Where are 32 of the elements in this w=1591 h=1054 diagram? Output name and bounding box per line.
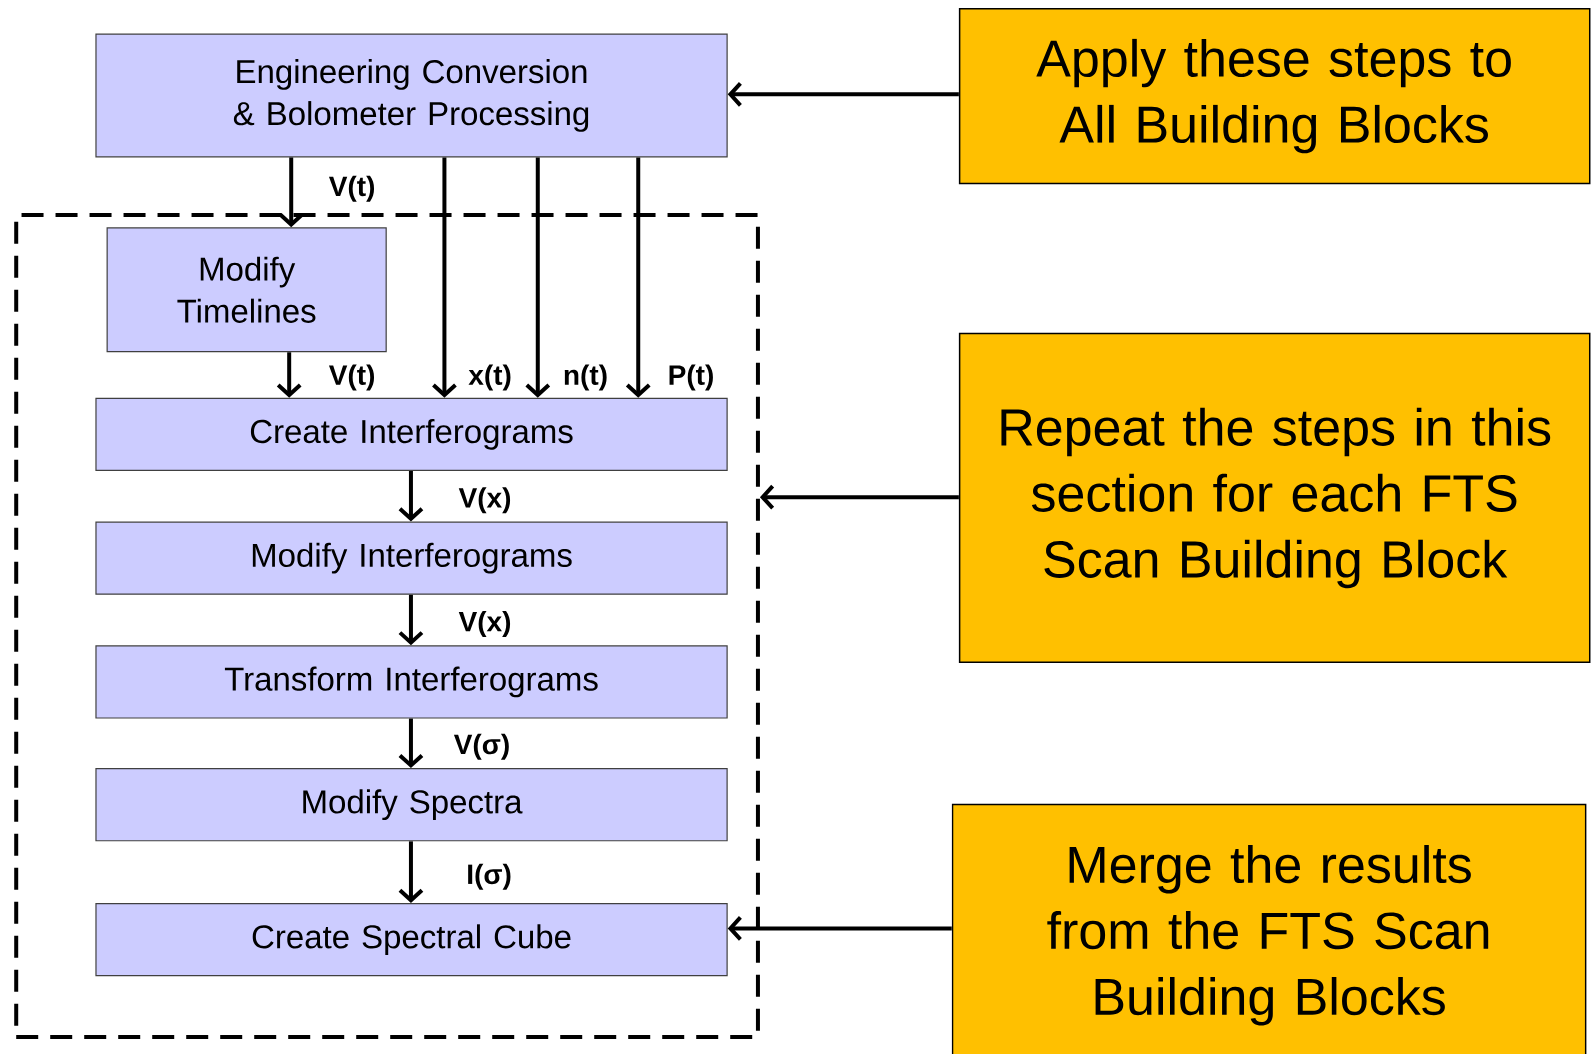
process-box: Create Interferograms: [95, 397, 728, 471]
process-box: Modify Timelines: [106, 227, 387, 353]
edge-label: x(t): [466, 362, 514, 393]
process-box: Engineering Conversion & Bolometer Processing: [95, 33, 728, 158]
edge-label: V(t): [326, 362, 378, 393]
arrow: [398, 718, 424, 768]
arrow: [727, 915, 952, 941]
arrow: [759, 484, 959, 510]
arrow: [625, 157, 651, 398]
edge-label: n(t): [560, 362, 610, 393]
arrow: [398, 594, 424, 646]
arrow: [398, 470, 424, 522]
process-box: Modify Interferograms: [95, 521, 728, 595]
edge-label: P(t): [665, 362, 717, 393]
callout-box: Apply these steps to All Building Blocks: [958, 8, 1591, 185]
arrow: [276, 352, 302, 398]
dashed-region: [14, 212, 760, 1039]
callout-box: Repeat the steps in this section for each FTS Scan Building Block: [958, 332, 1591, 663]
process-box: Transform Interferograms: [95, 645, 728, 719]
arrow: [432, 157, 457, 398]
edge-label: V(x): [456, 485, 514, 516]
arrow: [727, 81, 959, 107]
process-box: Create Spectral Cube: [95, 902, 728, 977]
arrow: [525, 157, 551, 398]
edge-label: V(σ): [451, 731, 513, 762]
process-box: Modify Spectra: [95, 768, 728, 842]
edge-label: V(x): [456, 608, 514, 639]
arrow: [278, 157, 304, 228]
edge-label: I(σ): [464, 861, 514, 892]
edge-label: V(t): [326, 173, 378, 204]
arrow: [398, 841, 424, 903]
callout-box: Merge the results from the FTS Scan Building Blocks: [951, 803, 1587, 1054]
